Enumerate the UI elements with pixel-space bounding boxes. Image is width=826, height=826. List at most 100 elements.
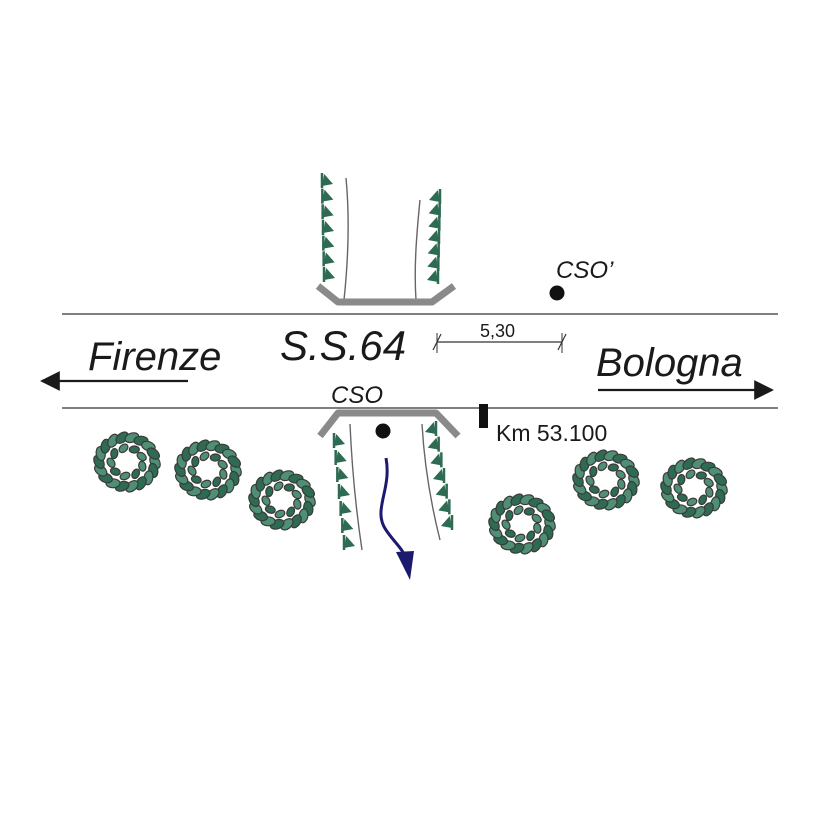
width-dimension (432, 333, 567, 353)
bank-vegetation-tooth (339, 485, 350, 497)
shrub-leaf (265, 485, 274, 498)
bank-vegetation-tooth (425, 422, 436, 434)
shrub-leaf (191, 455, 200, 468)
bank-vegetation-tooth (433, 469, 444, 481)
bank-vegetation-tooth (323, 236, 335, 249)
cso-label: CSO (331, 382, 383, 409)
shrub-leaf (610, 486, 620, 498)
shrub-icon (660, 457, 728, 519)
cso-prime-point (549, 285, 565, 301)
bank-vegetation-tooth (344, 536, 355, 548)
shrub-leaf (533, 522, 542, 534)
bank-vegetation-tooth (438, 500, 450, 513)
shrub-leaf (109, 467, 121, 476)
shrub-leaf (187, 465, 197, 476)
shrub-leaf (615, 469, 626, 480)
shrub-leaf (686, 497, 698, 507)
shrub-leaf (118, 443, 129, 454)
shrub-leaf (531, 513, 542, 524)
cso-point (375, 423, 391, 439)
bank-vegetation-tooth (428, 230, 439, 242)
shrub-leaf (283, 483, 295, 492)
bank-vegetation (427, 189, 442, 284)
shrub-leaf (607, 463, 619, 472)
bank-vegetation-tooth (322, 189, 334, 202)
flow-arrow-icon (379, 457, 414, 580)
guardrail-south (317, 409, 461, 439)
shrub-leaf (209, 453, 221, 462)
shrub-leaf (301, 485, 315, 498)
shrub-leaf (677, 473, 686, 486)
bank-vegetation-tooth (427, 256, 439, 269)
cso-prime-label: CSO’ (556, 257, 614, 284)
shrub-leaf (190, 475, 202, 484)
bank-vegetation-tooth (322, 205, 334, 218)
shrub-leaf (698, 494, 708, 506)
shrub-leaf (505, 509, 514, 522)
bank-vegetation-tooth (435, 484, 447, 497)
shrub-leaf (199, 451, 210, 462)
watercourse-upstream (320, 173, 442, 301)
direction-label-right: Bologna (596, 341, 743, 385)
shrub-leaf (589, 465, 598, 478)
shrub-leaf (212, 476, 222, 488)
bank-vegetation-tooth (427, 243, 439, 256)
shrub-leaf (676, 493, 688, 502)
direction-label-left: Firenze (88, 335, 221, 379)
shrub-leaf (291, 489, 302, 500)
bank-vegetation-tooth (342, 519, 354, 531)
shrubs (93, 431, 728, 555)
shrub-icon (174, 439, 242, 501)
shrub-leaf (227, 455, 241, 468)
shrub-leaf (119, 471, 131, 481)
bank-vegetation-tooth (323, 221, 334, 233)
shrub-icon (572, 449, 640, 511)
shrub-leaf (513, 505, 524, 516)
shrub-leaf (685, 469, 696, 480)
bank-vegetation-tooth (334, 434, 345, 446)
shrub-leaf (625, 465, 639, 478)
bank-vegetation-tooth (429, 190, 440, 202)
bank-vegetation (332, 433, 355, 550)
road-name-label: S.S.64 (280, 322, 406, 369)
shrub-leaf (136, 451, 147, 462)
shrub-leaf (110, 447, 119, 460)
shrub-leaf (217, 459, 228, 470)
shrub-icon (488, 493, 556, 555)
shrub-leaf (131, 468, 141, 480)
shrub-leaf (274, 509, 286, 519)
shrub-leaf (705, 486, 714, 498)
shrub-leaf (504, 529, 516, 538)
bank-vegetation-tooth (430, 453, 442, 466)
bank-vegetation-tooth (428, 203, 440, 216)
bank-vegetation-tooth (427, 270, 438, 282)
shrub-leaf (588, 485, 600, 494)
shrub-leaf (541, 509, 555, 522)
bank-vegetation (320, 173, 335, 282)
shrub-leaf (501, 519, 511, 530)
shrub-leaf (138, 460, 147, 472)
shrub-leaf (128, 445, 140, 454)
bank-vegetation-tooth (340, 502, 352, 514)
km-marker-post (479, 404, 488, 428)
shrub-leaf (617, 478, 626, 490)
shrub-leaf (526, 530, 536, 542)
shrub-leaf (713, 473, 727, 486)
bank-vegetation-tooth (441, 516, 452, 528)
shrub-leaf (200, 479, 212, 489)
watercourse-downstream (332, 421, 454, 551)
bank-vegetation-tooth (427, 437, 439, 450)
shrub-leaf (523, 507, 535, 516)
shrub-leaf (286, 506, 296, 518)
bank-vegetation-tooth (324, 268, 335, 280)
bank-vegetation-tooth (323, 252, 335, 265)
shrub-leaf (106, 457, 116, 468)
shrub-leaf (219, 468, 228, 480)
dimension-label: 5,30 (480, 321, 515, 341)
bank-vegetation-tooth (322, 174, 333, 186)
shrub-leaf (703, 477, 714, 488)
shrub-icon (93, 431, 161, 493)
shrub-leaf (585, 475, 595, 486)
shrub-leaf (695, 471, 707, 480)
shrub-icon (248, 469, 316, 531)
